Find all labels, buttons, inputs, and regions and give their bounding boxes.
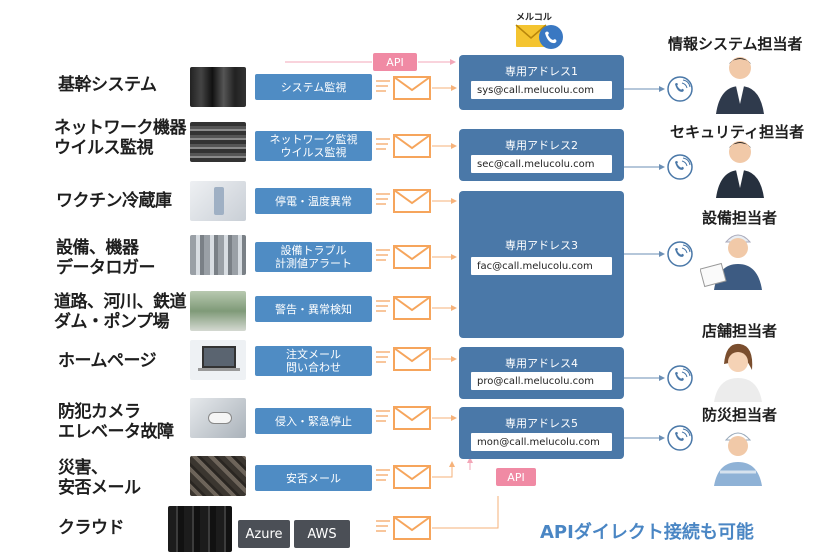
- laptop-image: [190, 340, 246, 380]
- monitor-system: システム監視: [255, 74, 372, 100]
- mail-icons: [375, 76, 431, 540]
- person-it-avatar: [716, 57, 764, 114]
- person-facility-avatar: [700, 234, 762, 290]
- mail-icon-3: [375, 189, 431, 213]
- source-label-homepage: ホームページ: [58, 351, 157, 371]
- mail-icon-8: [375, 465, 431, 489]
- monitor-network: ネットワーク監視 ウイルス監視: [255, 131, 372, 161]
- address-box-5: 専用アドレス5 mon@call.melucolu.com: [459, 407, 624, 459]
- source-label-disaster: 災害、 安否メール: [58, 458, 141, 498]
- address-title-3: 専用アドレス3: [505, 239, 578, 252]
- monitor-homepage: 注文メール 問い合わせ: [255, 346, 372, 376]
- cloud-server-image: [168, 506, 232, 552]
- dam-image: [190, 291, 246, 331]
- address-title-1: 専用アドレス1: [505, 65, 578, 78]
- disaster-image: [190, 456, 246, 496]
- address-box-4: 専用アドレス4 pro@call.melucolu.com: [459, 347, 624, 399]
- address-email-3: fac@call.melucolu.com: [471, 257, 612, 275]
- phone-icon-1: [667, 76, 693, 102]
- source-label-core-system: 基幹システム: [58, 75, 157, 95]
- phone-icon-5: [667, 425, 693, 451]
- phone-icon-4: [667, 365, 693, 391]
- source-label-infrastructure: 道路、河川、鉄道 ダム・ポンプ場: [54, 292, 187, 332]
- monitor-infrastructure: 警告・異常検知: [255, 296, 372, 322]
- phone-icon-3: [667, 241, 693, 267]
- phone-icon-2: [667, 154, 693, 180]
- mail-icon-9: [375, 516, 431, 540]
- monitor-equipment: 設備トラブル 計測値アラート: [255, 242, 372, 272]
- mail-icon-2: [375, 134, 431, 158]
- mail-icon-1: [375, 76, 431, 100]
- phone-icons: [667, 76, 693, 451]
- vaccine-vial-image: [190, 181, 246, 221]
- role-label-security: セキュリティ担当者: [670, 123, 805, 141]
- api-badge-bottom: API: [496, 468, 536, 486]
- source-label-equipment: 設備、機器 データロガー: [56, 238, 156, 278]
- monitor-camera: 侵入・緊急停止: [255, 408, 372, 434]
- source-label-cloud: クラウド: [58, 518, 125, 538]
- mail-icon-7: [375, 406, 431, 430]
- address-title-5: 専用アドレス5: [505, 417, 578, 430]
- aws-badge: AWS: [294, 520, 350, 548]
- security-camera-image: [190, 398, 246, 438]
- mail-icon-4: [375, 245, 431, 269]
- role-label-it: 情報システム担当者: [668, 35, 803, 53]
- server-room-image: [190, 67, 246, 107]
- api-badge-top: API: [373, 53, 417, 71]
- person-security-avatar: [716, 141, 764, 198]
- equipment-image: [190, 235, 246, 275]
- azure-badge: Azure: [238, 520, 290, 548]
- logo-mail-phone-icon: [515, 24, 563, 49]
- mail-icon-5: [375, 296, 431, 320]
- person-disaster-avatar: [714, 432, 762, 486]
- address-email-1: sys@call.melucolu.com: [471, 81, 612, 99]
- source-label-vaccine-fridge: ワクチン冷蔵庫: [56, 191, 172, 211]
- role-label-disaster: 防災担当者: [702, 406, 778, 424]
- network-cables-image: [190, 122, 246, 162]
- person-store-avatar: [714, 343, 762, 402]
- api-direct-tagline: APIダイレクト接続も可能: [540, 522, 754, 543]
- address-title-2: 専用アドレス2: [505, 139, 578, 152]
- logo-text: メルコル: [516, 13, 552, 23]
- role-label-store: 店舗担当者: [702, 322, 778, 340]
- mail-arrow-8: [432, 461, 455, 478]
- mail-arrow-9: [432, 496, 499, 529]
- monitor-vaccine: 停電・温度異常: [255, 188, 372, 214]
- address-box-1: 専用アドレス1 sys@call.melucolu.com: [459, 55, 624, 110]
- source-label-network: ネットワーク機器 ウイルス監視: [54, 118, 187, 158]
- address-email-4: pro@call.melucolu.com: [471, 372, 612, 390]
- address-title-4: 専用アドレス4: [505, 357, 578, 370]
- address-box-3: 専用アドレス3 fac@call.melucolu.com: [459, 191, 624, 338]
- address-email-2: sec@call.melucolu.com: [471, 155, 612, 173]
- address-box-2: 専用アドレス2 sec@call.melucolu.com: [459, 129, 624, 181]
- mail-icon-6: [375, 347, 431, 371]
- role-label-facility: 設備担当者: [702, 209, 778, 227]
- address-email-5: mon@call.melucolu.com: [471, 433, 612, 451]
- source-label-camera: 防犯カメラ エレベータ故障: [58, 402, 174, 442]
- monitor-disaster: 安否メール: [255, 465, 372, 491]
